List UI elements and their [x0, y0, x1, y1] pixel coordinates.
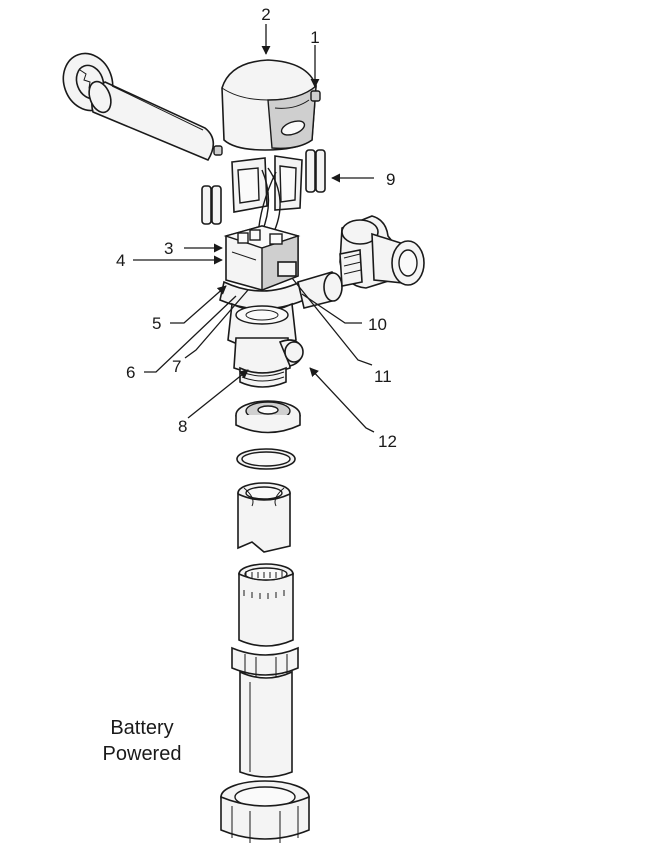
callout-12: 12: [378, 432, 397, 451]
vacuum-breaker-sleeve: [238, 563, 294, 647]
batteries-left: [201, 185, 222, 225]
diaphragm: [235, 400, 301, 434]
valve-body-lower: [233, 337, 304, 388]
callout-11: 11: [374, 367, 392, 386]
callout-9: 9: [386, 170, 395, 189]
flush-tube: [239, 670, 293, 778]
vacuum-breaker: [237, 482, 291, 553]
batteries-right: [305, 149, 326, 193]
caption-line-1: Battery: [110, 717, 173, 739]
coupling-nut: [231, 646, 299, 677]
valve-body-upper: [219, 280, 305, 349]
sensor-cover: [221, 59, 317, 151]
callout-5: 5: [152, 314, 161, 333]
leader-lines: [133, 24, 375, 433]
side-inlet: [297, 271, 343, 309]
small-screw-left: [213, 145, 223, 156]
override-tube: [88, 80, 215, 162]
control-stop-valve: [339, 215, 425, 289]
callout-2: 2: [261, 5, 270, 24]
o-ring: [236, 448, 296, 470]
callout-10: 10: [368, 315, 387, 334]
set-screw: [310, 90, 321, 102]
caption-line-2: Powered: [103, 743, 182, 765]
callout-8: 8: [178, 417, 187, 436]
callout-3: 3: [164, 239, 173, 258]
battery-holders: [231, 155, 303, 237]
control-module: [223, 225, 301, 292]
spud-coupling: [220, 780, 310, 843]
callout-6: 6: [126, 363, 135, 382]
callout-1: 1: [310, 28, 319, 47]
callout-7: 7: [172, 357, 181, 376]
callout-4: 4: [116, 251, 125, 270]
